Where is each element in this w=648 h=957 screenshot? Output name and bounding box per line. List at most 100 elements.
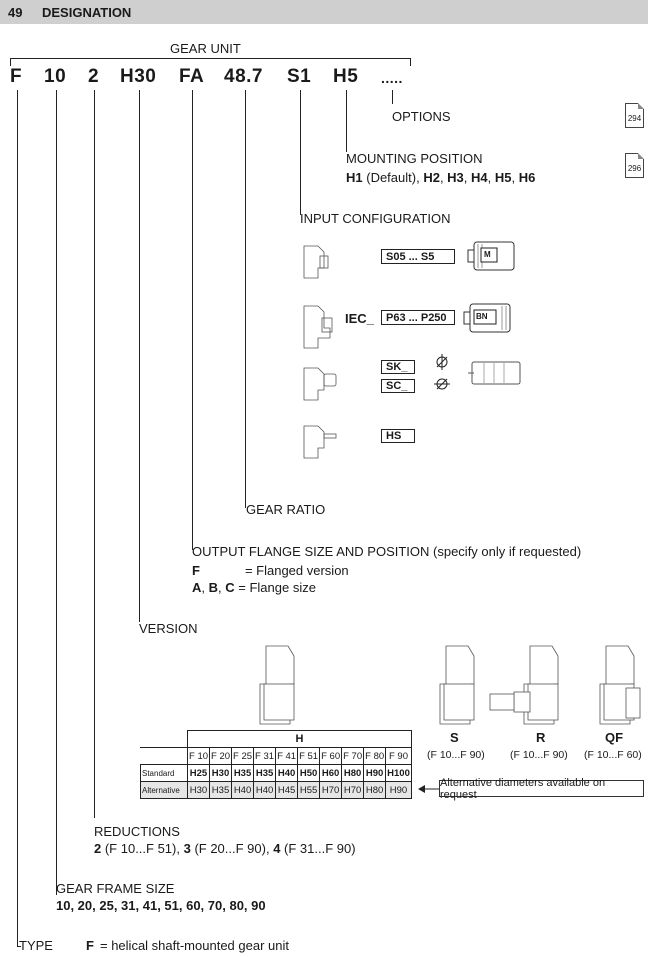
table-row-label: Alternative xyxy=(140,781,188,799)
table-col: F 90 xyxy=(385,747,412,765)
table-col: F 31 xyxy=(253,747,277,765)
type-code: F xyxy=(86,938,94,953)
code-version: H30 xyxy=(120,66,157,87)
table-row-label: Standard xyxy=(140,764,188,782)
code-mounting: H5 xyxy=(333,66,359,87)
reduction-2: 2 xyxy=(94,841,102,856)
options-label: OPTIONS xyxy=(392,109,451,124)
leader-reductions xyxy=(94,90,95,818)
config-box-sk: SK_ xyxy=(381,360,415,374)
table-cell: H55 xyxy=(297,781,321,799)
code-frame-size: 10 xyxy=(44,66,67,87)
variant-qf-range: (F 10...F 60) xyxy=(584,749,642,761)
mounting-label: MOUNTING POSITION xyxy=(346,151,483,166)
leader-options xyxy=(392,90,393,104)
leader-ratio xyxy=(245,90,246,508)
arrow-left-icon xyxy=(418,785,439,793)
table-cell: H35 xyxy=(231,764,255,782)
variant-r-code: R xyxy=(536,730,546,745)
leader-mounting xyxy=(346,90,347,152)
mounting-page-ref[interactable]: 296 xyxy=(625,153,644,178)
type-label: TYPE xyxy=(19,938,53,953)
alternative-note: Alternative diameters available on reque… xyxy=(439,777,644,801)
type-description: = helical shaft-mounted gear unit xyxy=(100,938,289,953)
table-col: F 25 xyxy=(231,747,255,765)
options-page-ref[interactable]: 294 xyxy=(625,103,644,128)
variant-r-range: (F 10...F 90) xyxy=(510,749,568,761)
table-cell: H80 xyxy=(363,781,387,799)
flange-code-a: A xyxy=(192,580,202,595)
table-cell: H45 xyxy=(275,781,299,799)
table-col: F 10 xyxy=(186,747,211,765)
table-cell: H50 xyxy=(297,764,321,782)
table-row-standard: Standard H25 H30 H35 H35 H40 H50 H60 H80… xyxy=(140,764,412,782)
table-col: F 51 xyxy=(297,747,321,765)
flange-f-text: = Flanged version xyxy=(244,563,349,578)
leader-frame xyxy=(56,90,57,895)
flange-code-f: F xyxy=(192,563,200,578)
mounting-h5: H5 xyxy=(494,170,512,185)
table-cell: H25 xyxy=(186,764,211,782)
table-cell: H40 xyxy=(253,781,277,799)
version-label: VERSION xyxy=(139,621,198,636)
section-title: DESIGNATION xyxy=(42,5,132,20)
table-cell: H90 xyxy=(385,781,412,799)
gear-ratio-label: GEAR RATIO xyxy=(246,502,326,517)
mounting-h6: H6 xyxy=(518,170,536,185)
variant-s-range: (F 10...F 90) xyxy=(427,749,485,761)
config-box-sc: SC_ xyxy=(381,379,415,393)
bracket-left-tick xyxy=(10,58,11,66)
table-cell: H35 xyxy=(209,781,233,799)
leader-type xyxy=(17,90,18,947)
reductions-label: REDUCTIONS xyxy=(94,824,180,839)
config-box-hs: HS xyxy=(381,429,415,443)
table-col: F 41 xyxy=(275,747,299,765)
table-cell: H100 xyxy=(385,764,412,782)
code-input: S1 xyxy=(287,66,312,87)
reductions-values: 2 (F 10...F 51), 3 (F 20...F 90), 4 (F 3… xyxy=(94,841,356,856)
leader-flange xyxy=(192,90,193,550)
table-cell: H60 xyxy=(319,764,343,782)
motor-m-icon xyxy=(467,241,515,271)
bracket-right-tick xyxy=(410,58,411,66)
gear-unit-label: GEAR UNIT xyxy=(170,41,241,56)
section-header-bar xyxy=(0,0,648,24)
leader-type-foot xyxy=(17,946,21,947)
input-gearbox-drawings xyxy=(303,245,337,459)
mounting-default-code: H1 xyxy=(346,170,363,185)
code-reductions: 2 xyxy=(88,66,100,87)
coupling-sk-sc-icon xyxy=(434,354,521,390)
motor-bn-icon xyxy=(463,303,511,333)
iec-prefix: IEC_ xyxy=(345,311,374,326)
table-cell: H70 xyxy=(319,781,343,799)
flange-size-text: = Flange size xyxy=(238,580,316,595)
table-col: F 20 xyxy=(209,747,233,765)
variant-qf-code: QF xyxy=(605,730,624,745)
table-cell: H90 xyxy=(363,764,387,782)
table-cell: H30 xyxy=(209,764,233,782)
table-col: F 70 xyxy=(341,747,365,765)
motor-m-label: M xyxy=(484,250,491,259)
table-cell: H30 xyxy=(186,781,211,799)
flange-code-b: B xyxy=(208,580,219,595)
mounting-h3: H3 xyxy=(447,170,464,185)
table-col: F 80 xyxy=(363,747,387,765)
mounting-values: H1 (Default), H2, H3, H4, H5, H6 xyxy=(346,170,536,185)
frame-size-values: 10, 20, 25, 31, 41, 51, 60, 70, 80, 90 xyxy=(56,898,266,913)
flange-label: OUTPUT FLANGE SIZE AND POSITION (specify… xyxy=(192,544,582,559)
code-options: ..... xyxy=(381,70,403,86)
code-flange: FA xyxy=(179,66,205,87)
leader-version xyxy=(139,90,140,622)
flange-line-1: F = Flanged version xyxy=(192,563,349,578)
code-type: F xyxy=(10,66,23,87)
table-row-alternative: Alternative H30 H35 H40 H40 H45 H55 H70 … xyxy=(140,781,412,799)
frame-size-label: GEAR FRAME SIZE xyxy=(56,881,175,896)
reduction-4-range: (F 31...F 90) xyxy=(280,841,356,856)
table-header-row: H xyxy=(140,730,412,748)
config-box-s05-s5: S05 ... S5 xyxy=(381,249,455,264)
table-header-h: H xyxy=(187,730,412,748)
section-number: 49 xyxy=(8,5,23,20)
mounting-h4: H4 xyxy=(471,170,488,185)
flange-code-c: C xyxy=(225,580,235,595)
table-cell: H70 xyxy=(341,781,365,799)
